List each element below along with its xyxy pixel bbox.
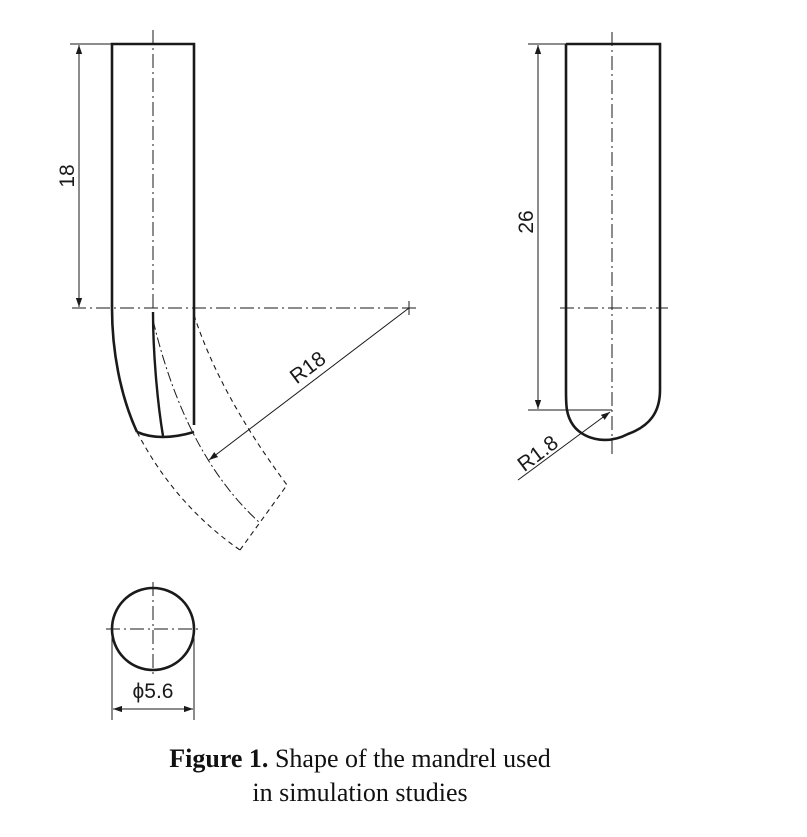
bend-phantom-center bbox=[152, 319, 261, 524]
figure-caption: Figure 1. Shape of the mandrel used in s… bbox=[0, 742, 720, 810]
dim-r18-tip-line bbox=[517, 411, 611, 481]
mandrel-shank-outline bbox=[110, 42, 196, 425]
caption-figure-label: Figure 1. bbox=[169, 744, 269, 773]
caption-title: Shape of the mandrel used bbox=[274, 744, 551, 773]
straight-mandrel-view: 26 R1.8 bbox=[513, 32, 668, 481]
bend-phantom-outer bbox=[136, 431, 241, 551]
mandrel-bend-inner bbox=[151, 311, 165, 437]
bend-phantom-inner bbox=[193, 314, 288, 486]
cross-section-view: ϕ5.6 bbox=[106, 582, 201, 720]
dim-r18-label: R18 bbox=[286, 347, 331, 389]
dim-r18-line bbox=[208, 307, 410, 461]
dim-18-label: 18 bbox=[56, 164, 79, 187]
bend-phantom-end bbox=[239, 484, 288, 551]
mandrel-technical-drawing: 18 R18 26 R1.8 ϕ5.6 bbox=[56, 30, 668, 720]
caption-line-2: in simulation studies bbox=[252, 778, 468, 807]
bent-mandrel-view: 18 R18 bbox=[56, 30, 416, 551]
dim-26-label: 26 bbox=[515, 210, 538, 233]
dim-r1-8-label: R1.8 bbox=[513, 431, 562, 476]
dim-diameter-label: ϕ5.6 bbox=[133, 680, 174, 703]
mandrel-bend-outer bbox=[110, 307, 139, 433]
straight-mandrel-outline bbox=[564, 42, 662, 442]
caption-line-1: Figure 1. Shape of the mandrel used bbox=[0, 742, 720, 776]
mandrel-tip bbox=[136, 430, 195, 439]
